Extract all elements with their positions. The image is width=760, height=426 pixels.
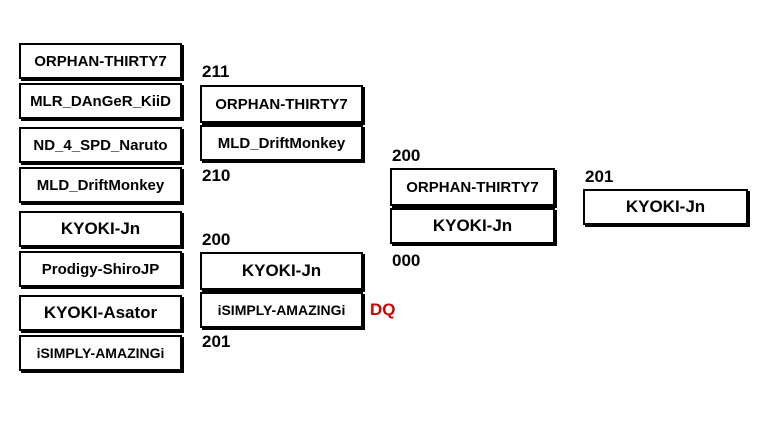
round2-match2-bottom: iSIMPLY-AMAZINGi bbox=[200, 292, 363, 328]
round1-slot-5: KYOKI-Jn bbox=[19, 211, 182, 247]
final-winner: KYOKI-Jn bbox=[583, 189, 748, 225]
round2-match1-score-top: 211 bbox=[202, 62, 230, 81]
round3-top: ORPHAN-THIRTY7 bbox=[390, 168, 555, 206]
round2-match2-score-top: 200 bbox=[202, 230, 231, 249]
round1-slot-8: iSIMPLY-AMAZINGi bbox=[19, 335, 182, 371]
round1-slot-7: KYOKI-Asator bbox=[19, 295, 182, 331]
round1-slot-2: MLR_DAnGeR_KiiD bbox=[19, 83, 182, 119]
dq-label: DQ bbox=[370, 300, 396, 319]
round1-slot-4: MLD_DriftMonkey bbox=[19, 167, 182, 203]
round1-slot-3: ND_4_SPD_Naruto bbox=[19, 127, 182, 163]
round2-match1-bottom: MLD_DriftMonkey bbox=[200, 125, 363, 161]
round2-match1-score-bottom: 210 bbox=[202, 166, 231, 185]
round2-match1-top: ORPHAN-THIRTY7 bbox=[200, 85, 363, 123]
round3-score-bottom: 000 bbox=[392, 251, 421, 270]
round2-match2-score-bottom: 201 bbox=[202, 332, 231, 351]
round3-bottom: KYOKI-Jn bbox=[390, 208, 555, 244]
round1-slot-6: Prodigy-ShiroJP bbox=[19, 251, 182, 287]
round1-slot-1: ORPHAN-THIRTY7 bbox=[19, 43, 182, 79]
final-score: 201 bbox=[585, 167, 614, 186]
round2-match2-top: KYOKI-Jn bbox=[200, 252, 363, 290]
round3-score-top: 200 bbox=[392, 146, 421, 165]
